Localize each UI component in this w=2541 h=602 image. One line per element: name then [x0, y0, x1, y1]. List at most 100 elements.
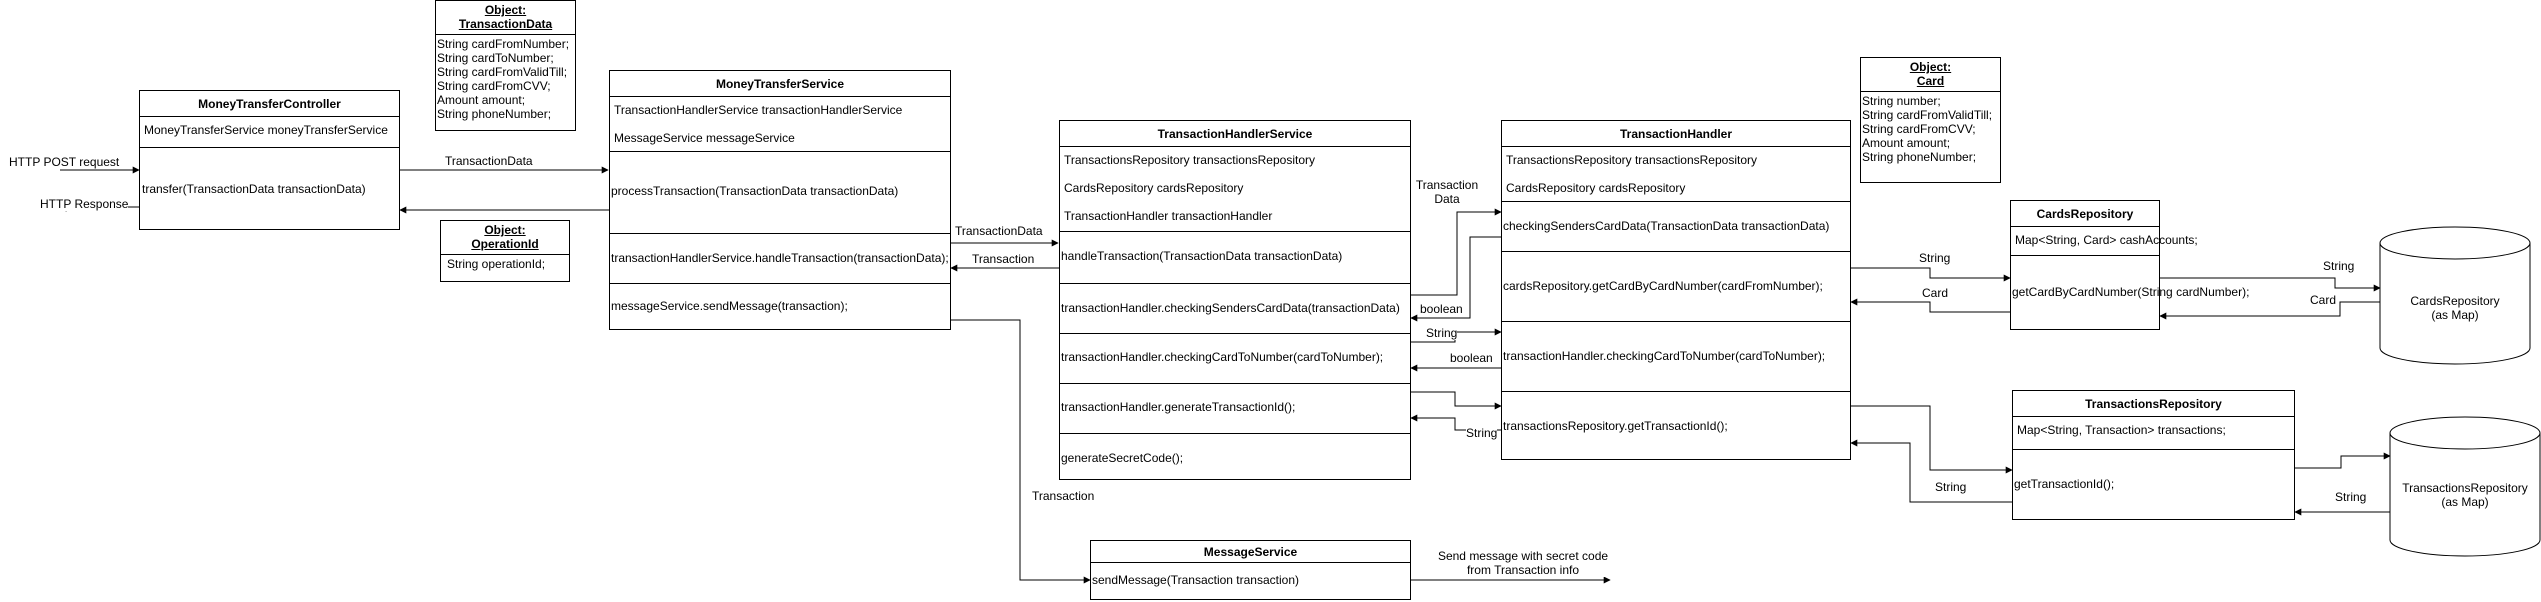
class-cards-repository: CardsRepository Map<String, Card> cashAc… — [2010, 200, 2249, 330]
cards-storage-cylinder — [2379, 226, 2531, 365]
object-transaction-data-fields: String cardFromNumber; String cardToNumb… — [436, 35, 575, 123]
object-field: String cardFromValidTill; — [437, 65, 568, 79]
edge-label-http-post: HTTP POST request — [9, 155, 120, 169]
trepo-to-th-arrow — [1850, 439, 2012, 503]
service-to-message-arrow — [951, 319, 1091, 584]
object-field: String cardFromNumber; — [437, 37, 570, 51]
edge-label-http-response: HTTP Response — [40, 197, 129, 211]
object-card: Object: Card String number; String cardF… — [1860, 57, 2001, 183]
edge-label-string-2: String — [1466, 426, 1498, 440]
object-title-line2: TransactionData — [458, 17, 553, 31]
class-method: getCardByCardNumber(String cardNumber); — [2012, 285, 2250, 299]
class-title: TransactionsRepository — [2013, 391, 2294, 417]
class-method: checkingSendersCardData(TransactionData … — [1503, 219, 1830, 233]
object-field: String operationId; — [447, 257, 546, 271]
object-field: String phoneNumber; — [1862, 150, 1977, 164]
class-field: MessageService messageService — [614, 131, 795, 145]
class-methods-section: transactionHandlerService.handleTransact… — [610, 233, 950, 283]
object-card-title: Object: Card — [1861, 58, 2000, 92]
object-title-line2: Card — [1916, 74, 1945, 88]
edge-label-line: Data — [1434, 192, 1460, 206]
class-methods-section: cardsRepository.getCardByCardNumber(card… — [1502, 251, 1850, 321]
edge-label-line: from Transaction info — [1466, 563, 1580, 577]
class-field: CardsRepository cardsRepository — [1506, 181, 1686, 195]
edge-label-storage-to-trepo: String — [2335, 490, 2367, 504]
class-method: transfer(TransactionData transactionData… — [142, 182, 366, 196]
class-methods-section: transactionHandler.checkingCardToNumber(… — [1060, 333, 1410, 383]
trepo-to-storage-arrow — [2295, 452, 2391, 469]
class-transaction-handler: TransactionHandler TransactionsRepositor… — [1501, 120, 1851, 460]
class-transaction-handler-service: TransactionHandlerService TransactionsRe… — [1059, 120, 1411, 480]
object-field: String cardFromCVV; — [437, 79, 551, 93]
class-methods-section: handleTransaction(TransactionData transa… — [1060, 231, 1410, 283]
class-title: MoneyTransferService — [610, 71, 950, 97]
class-field: MoneyTransferService moneyTransferServic… — [144, 123, 388, 137]
class-title: TransactionHandler — [1502, 121, 1850, 147]
cards-storage-label: CardsRepository (as Map) — [2395, 294, 2515, 322]
class-methods-section: getCardByCardNumber(String cardNumber); — [2011, 255, 2249, 329]
class-transactions-repository: TransactionsRepository Map<String, Trans… — [2012, 390, 2295, 520]
cards-storage-line2: (as Map) — [2431, 308, 2479, 322]
object-operation-id-fields: String operationId; — [441, 255, 569, 273]
thsvc-to-th-arrow-2 — [1411, 391, 1502, 410]
object-transaction-data: Object: TransactionData String cardFromN… — [435, 0, 576, 131]
class-methods-section: getTransactionId(); — [2013, 449, 2294, 519]
class-field: TransactionsRepository transactionsRepos… — [1064, 153, 1315, 167]
transactions-storage-cylinder — [2389, 416, 2541, 557]
edge-label-line: Transaction — [1415, 178, 1479, 192]
edge-label-service-to-handler: TransactionData — [955, 224, 1043, 238]
object-field: String number; — [1862, 94, 1941, 108]
class-title: MessageService — [1091, 541, 1410, 563]
class-method: cardsRepository.getCardByCardNumber(card… — [1503, 279, 1823, 293]
cards-to-th-arrow — [1850, 298, 2010, 313]
transactions-storage-line1: TransactionsRepository — [2402, 481, 2528, 495]
object-transaction-data-title: Object: TransactionData — [436, 1, 575, 35]
class-methods-section: transactionHandler.checkingSendersCardDa… — [1060, 283, 1410, 333]
edge-label-handler-to-service: Transaction — [972, 252, 1035, 266]
object-card-fields: String number; String cardFromValidTill;… — [1861, 92, 2000, 166]
class-methods-section: transactionHandler.generateTransactionId… — [1060, 383, 1410, 433]
class-method: sendMessage(Transaction transaction) — [1092, 573, 1299, 587]
edge-label-boolean-2: boolean — [1450, 351, 1493, 365]
object-operation-id: Object: OperationId String operationId; — [440, 220, 570, 282]
th-to-thsvc-boolean-1 — [1410, 236, 1501, 322]
class-field: TransactionHandlerService transactionHan… — [614, 103, 903, 117]
class-field: Map<String, Card> cashAccounts; — [2015, 233, 2198, 247]
object-title-line1: Object: — [484, 3, 527, 17]
class-methods-section: generateSecretCode(); — [1060, 433, 1410, 479]
class-methods-section: transactionHandler.checkingCardToNumber(… — [1502, 321, 1850, 391]
edge-label-trepo-to-th: String — [1935, 480, 1967, 494]
class-title: CardsRepository — [2011, 201, 2159, 227]
th-to-trepo-arrow — [1851, 405, 2013, 474]
edge-label-storage-to-cards: Card — [2310, 293, 2337, 307]
class-title: TransactionHandlerService — [1060, 121, 1410, 147]
class-method: messageService.sendMessage(transaction); — [611, 299, 848, 313]
class-methods-section: checkingSendersCardData(TransactionData … — [1502, 201, 1850, 251]
transactions-storage-label: TransactionsRepository (as Map) — [2395, 481, 2535, 509]
edge-label-thsvc-to-th: Transaction Data — [1412, 178, 1482, 206]
class-field: CardsRepository cardsRepository — [1064, 181, 1244, 195]
transactions-storage-line2: (as Map) — [2441, 495, 2489, 509]
class-method: transactionHandlerService.handleTransact… — [611, 251, 949, 265]
class-methods-section: transfer(TransactionData transactionData… — [140, 147, 399, 229]
object-field: String phoneNumber; — [437, 107, 552, 121]
edge-label-boolean-1: boolean — [1420, 302, 1463, 316]
object-field: String cardToNumber; — [437, 51, 554, 65]
storage-to-cards-arrow — [2159, 301, 2380, 320]
class-methods-section: transactionsRepository.getTransactionId(… — [1502, 391, 1850, 459]
class-field: TransactionHandler transactionHandler — [1064, 209, 1273, 223]
object-field: String cardFromValidTill; — [1862, 108, 1993, 122]
class-method: transactionHandler.generateTransactionId… — [1061, 400, 1296, 414]
object-title-line1: Object: — [1909, 60, 1952, 74]
edge-label-ctrl-to-service: TransactionData — [445, 154, 533, 168]
object-field: Amount amount; — [1862, 136, 1951, 150]
thsvc-to-th-arrow-1 — [1411, 208, 1502, 296]
object-title-line1: Object: — [484, 223, 526, 237]
class-money-transfer-controller: MoneyTransferController MoneyTransferSer… — [139, 90, 400, 230]
class-field: Map<String, Transaction> transactions; — [2017, 423, 2226, 437]
object-field: Amount amount; — [437, 93, 526, 107]
object-title-line2: OperationId — [471, 237, 539, 251]
class-title: MoneyTransferController — [140, 91, 399, 117]
class-method: transactionHandler.checkingSendersCardDa… — [1061, 301, 1400, 315]
